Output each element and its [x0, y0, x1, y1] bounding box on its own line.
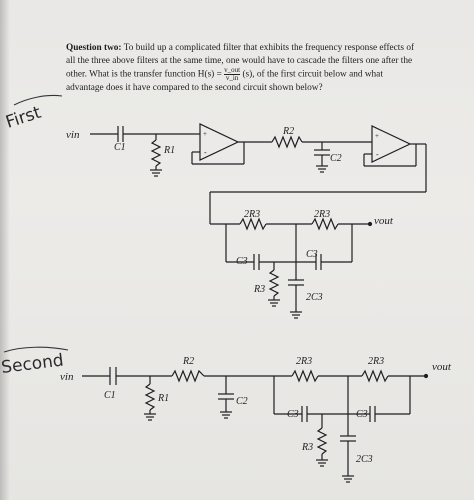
- first-2r3-left-resistor: [239, 217, 267, 231]
- first-r1-resistor: [150, 139, 162, 167]
- first-opamp2-plus: +: [375, 132, 379, 140]
- first-opamp1-plus: +: [203, 130, 207, 138]
- first-c3-right-label: C3: [306, 249, 318, 260]
- first-vout-node: [367, 221, 373, 227]
- first-c3-left-label: C3: [236, 256, 248, 267]
- fraction-denominator: v_in: [225, 74, 239, 83]
- first-opamp2-minus: -: [376, 150, 379, 159]
- first-r3-label: R3: [253, 284, 265, 295]
- second-r3-resistor: [316, 427, 328, 455]
- first-2c3-label: 2C3: [306, 292, 323, 303]
- question-text: Question two: To build up a complicated …: [66, 42, 422, 95]
- first-c2-label: C2: [330, 153, 342, 164]
- paper-edge-shadow: [0, 0, 10, 500]
- second-vout-label: vout: [432, 361, 452, 373]
- first-2r3-left-label: 2R3: [244, 209, 260, 220]
- first-opamp-1: [199, 123, 240, 161]
- second-vout-node: [423, 373, 429, 379]
- first-underline-stroke: [13, 94, 63, 106]
- fraction-numerator: v_out: [224, 66, 241, 76]
- first-r1-label: R1: [163, 145, 175, 156]
- first-r3-resistor: [268, 269, 280, 297]
- second-underline-stroke: [3, 346, 69, 353]
- second-2c3-label: 2C3: [356, 454, 373, 465]
- first-r2-label: R2: [282, 126, 294, 137]
- second-vin-label: vin: [60, 371, 74, 383]
- annotation-first: First: [3, 103, 44, 133]
- second-2r3-left-label: 2R3: [296, 356, 312, 367]
- first-vin-label: vin: [66, 129, 80, 141]
- first-opamp1-minus: -: [204, 148, 207, 157]
- second-r2-label: R2: [182, 356, 194, 367]
- second-2r3-right-resistor: [361, 369, 389, 383]
- second-r2-resistor: [171, 369, 205, 383]
- second-c3-left-label: C3: [287, 409, 299, 420]
- first-r2-resistor: [271, 135, 303, 149]
- question-body-end: (s), of the first circuit below and what…: [66, 69, 383, 94]
- second-2r3-left-resistor: [291, 369, 319, 383]
- annotation-second: Second: [0, 350, 65, 377]
- first-vout-label: vout: [374, 215, 394, 227]
- second-r1-label: R1: [157, 393, 169, 404]
- question-label: Question two:: [66, 43, 122, 53]
- second-c3-right-label: C3: [356, 409, 368, 420]
- second-r1-resistor: [144, 383, 156, 411]
- first-2r3-right-resistor: [311, 217, 339, 231]
- second-c1-label: C1: [104, 390, 116, 401]
- second-r3-label: R3: [301, 442, 313, 453]
- question-body: To build up a complicated filter that ex…: [66, 43, 415, 80]
- second-2r3-right-label: 2R3: [368, 356, 384, 367]
- second-c2-label: C2: [236, 396, 248, 407]
- first-2r3-right-label: 2R3: [314, 209, 330, 220]
- first-c1-label: C1: [114, 142, 126, 153]
- first-opamp-2: [371, 125, 412, 163]
